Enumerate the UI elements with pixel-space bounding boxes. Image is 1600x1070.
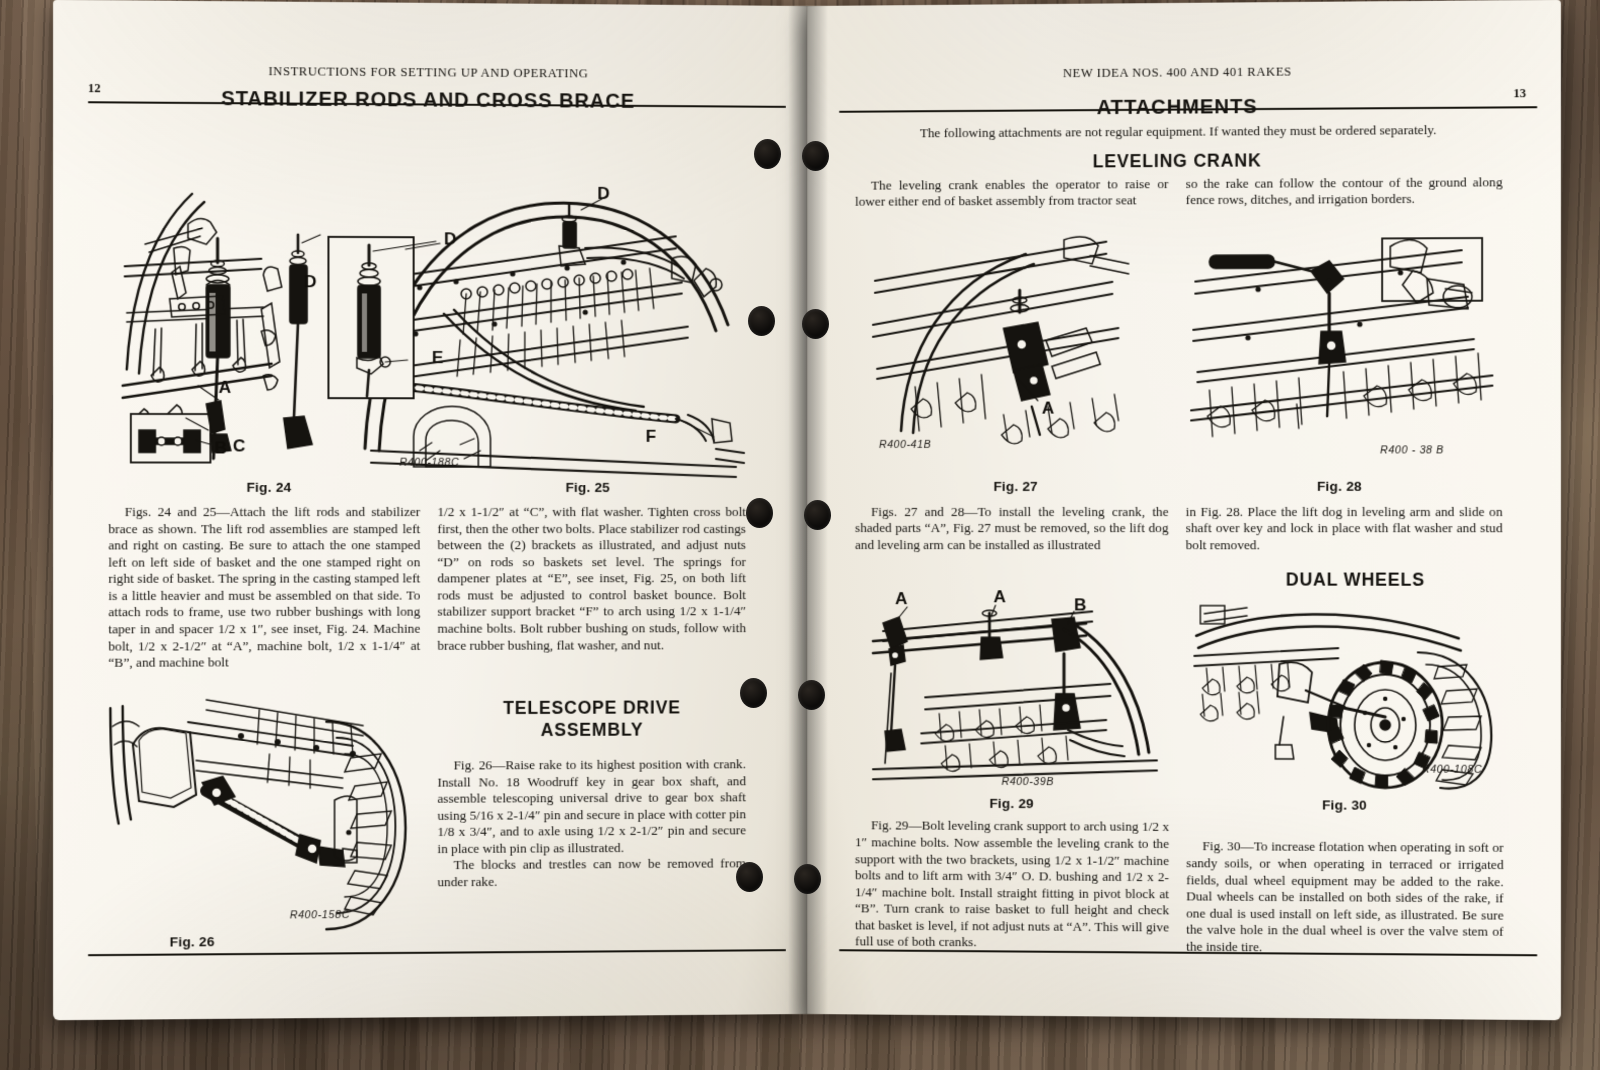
figure-caption-27: Fig. 27 bbox=[993, 478, 1038, 494]
drawing-number-fig29: R400-39B bbox=[1001, 776, 1054, 789]
callout-B-fig29: B bbox=[1074, 595, 1087, 615]
figure-30-illustration: R400-108C bbox=[1186, 594, 1503, 797]
body-text-fig30: Fig. 30—To increase flotation when opera… bbox=[1186, 838, 1504, 955]
callout-A-fig27: A bbox=[1041, 398, 1055, 418]
punch-hole-right-2 bbox=[802, 309, 829, 339]
body-text-fig26-para2: The blocks and trestles can now be remov… bbox=[437, 855, 746, 890]
folio-right: 13 bbox=[1513, 86, 1527, 101]
drawing-number-fig25: R400-188C bbox=[399, 456, 460, 469]
subsection-telescope-drive-line1: TELESCOPE DRIVE bbox=[503, 697, 681, 719]
punch-hole-left-2 bbox=[748, 306, 775, 336]
callout-E-fig25: E bbox=[431, 348, 444, 368]
leveling-lead-right: so the rake can follow the contour of th… bbox=[1185, 173, 1503, 208]
drawing-number-fig28: R400 - 38 B bbox=[1380, 444, 1444, 457]
body-text-fig24-25-right: 1/2 x 1-1/2″ at “C”, with flat washer. T… bbox=[437, 503, 746, 653]
open-book: 12 INSTRUCTIONS FOR SETTING UP AND OPERA… bbox=[53, 0, 1561, 1026]
punch-hole-right-4 bbox=[798, 680, 825, 710]
body-text-fig29: Fig. 29—Bolt leveling crank support to a… bbox=[855, 817, 1170, 950]
subsection-dual-wheels: DUAL WHEELS bbox=[1285, 569, 1425, 591]
left-page: 12 INSTRUCTIONS FOR SETTING UP AND OPERA… bbox=[53, 0, 808, 1021]
figure-caption-29: Fig. 29 bbox=[989, 796, 1034, 812]
figure-caption-30: Fig. 30 bbox=[1322, 797, 1367, 814]
body-text-fig24-25-left: Figs. 24 and 25—Attach the lift rods and… bbox=[108, 503, 421, 670]
punch-hole-left-1 bbox=[754, 139, 781, 169]
callout-A-fig24: A bbox=[218, 377, 232, 397]
punch-hole-right-1 bbox=[802, 141, 829, 171]
callout-D-right-fig25: D bbox=[597, 183, 610, 204]
drawing-number-fig30: R400-108C bbox=[1421, 763, 1483, 777]
page-title-stabilizer: STABILIZER RODS AND CROSS BRACE bbox=[221, 87, 636, 113]
page-title-attachments: ATTACHMENTS bbox=[1096, 95, 1258, 120]
figure-caption-24: Fig. 24 bbox=[246, 479, 292, 495]
punch-hole-left-5 bbox=[736, 862, 763, 892]
punch-hole-right-3 bbox=[804, 500, 831, 530]
callout-D-inset-fig25: D bbox=[443, 229, 457, 249]
figure-caption-25: Fig. 25 bbox=[565, 479, 611, 495]
body-text-fig27-28-left: Figs. 27 and 28—To install the leveling … bbox=[855, 503, 1169, 553]
folio-left: 12 bbox=[87, 80, 101, 96]
callout-A-left-fig29: A bbox=[895, 589, 908, 609]
callout-A-center-fig29: A bbox=[993, 587, 1006, 607]
callout-C-fig24: C bbox=[232, 436, 246, 456]
figure-29-illustration: A A B R400-39B bbox=[855, 588, 1169, 795]
punch-hole-left-4 bbox=[740, 678, 767, 708]
right-page: 13 NEW IDEA NOS. 400 AND 401 RAKES ATTAC… bbox=[807, 0, 1561, 1021]
running-head-right: NEW IDEA NOS. 400 AND 401 RAKES bbox=[1062, 64, 1292, 81]
callout-F-fig25: F bbox=[645, 426, 657, 446]
body-text-fig27-28-right: in Fig. 28. Place the lift dog in leveli… bbox=[1185, 503, 1503, 553]
drawing-number-fig26: R400-158C bbox=[289, 908, 350, 922]
footer-rule-left bbox=[87, 949, 787, 957]
body-text-fig26-para1: Fig. 26—Raise rake to its highest positi… bbox=[437, 756, 746, 856]
attachments-lead-text: The following attachments are not regula… bbox=[919, 122, 1437, 141]
figure-26-illustration: R400-158C bbox=[108, 681, 419, 935]
drawing-number-fig27: R400-41B bbox=[879, 438, 932, 451]
leveling-lead-left: The leveling crank enables the operator … bbox=[855, 175, 1169, 209]
running-head-left: INSTRUCTIONS FOR SETTING UP AND OPERATIN… bbox=[268, 64, 589, 81]
figure-27-28-illustration: A R400-41B R400 - 38 B bbox=[855, 217, 1503, 478]
figure-caption-26: Fig. 26 bbox=[169, 933, 215, 950]
callout-B-fig24: B bbox=[214, 438, 228, 458]
punch-hole-right-5 bbox=[794, 864, 821, 894]
figure-caption-28: Fig. 28 bbox=[1316, 478, 1362, 494]
subsection-leveling-crank: LEVELING CRANK bbox=[1092, 149, 1262, 171]
subsection-telescope-drive-line2: ASSEMBLY bbox=[540, 719, 644, 741]
figure-24-25-illustration: A B C D D D E F R400-188C bbox=[108, 115, 746, 479]
punch-hole-left-3 bbox=[746, 498, 773, 528]
callout-D-left-fig25: D bbox=[304, 272, 317, 292]
